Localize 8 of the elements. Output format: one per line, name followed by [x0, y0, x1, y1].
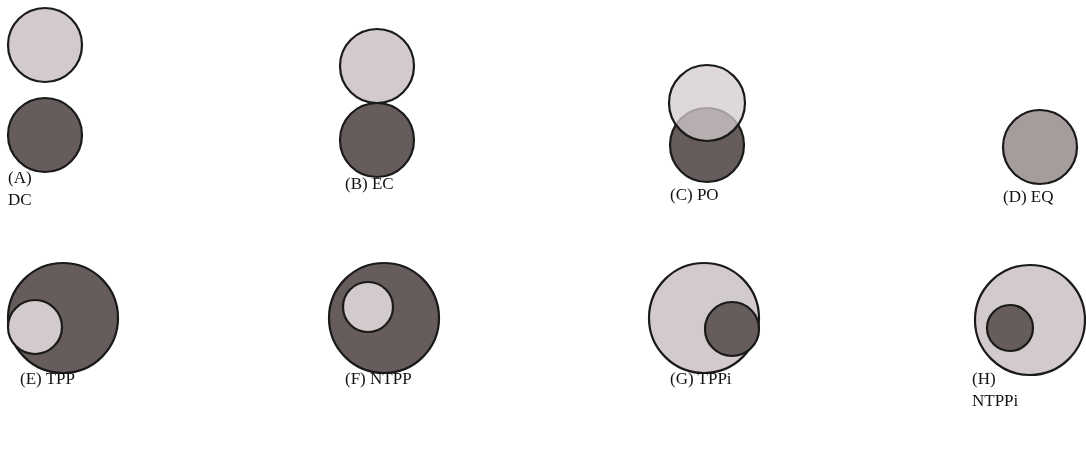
panel-label: (C) PO — [670, 184, 720, 206]
panel-label: (F) NTPP — [345, 368, 413, 390]
panel-label: (A) DC — [8, 167, 33, 211]
panel-label: (B) EC — [345, 173, 395, 195]
panel-label: (G) TPPi — [670, 368, 733, 390]
panel-label: (H) NTPPi — [972, 368, 1020, 412]
panel-label: (D) EQ — [1003, 186, 1055, 208]
panel-label: (E) TPP — [20, 368, 76, 390]
